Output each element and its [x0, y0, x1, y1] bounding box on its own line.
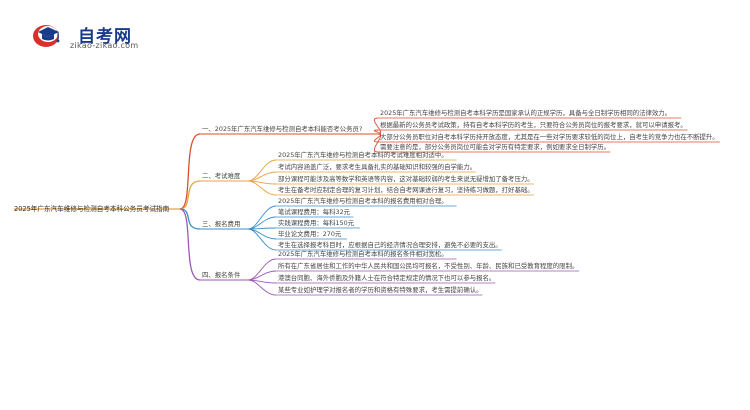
item-label: 考试内容涵盖广泛，要求考生具备扎实的基础知识和较强的自学能力。 [278, 163, 477, 171]
item-label: 需要注意的是，部分公务员岗位可能会对学历有特定要求，例如要求全日制学历。 [380, 143, 611, 151]
branch-title: 一、2025年广东汽车维修与检测自考本科能否考公务员? [202, 125, 363, 133]
logo-icon [33, 25, 60, 47]
item-connector [247, 228, 277, 251]
item-label: 毕业论文费用：270元 [278, 230, 342, 238]
mindmap-root: 2025年广东汽车维修与检测自考本科公务员考试指南 [14, 205, 170, 213]
brand-url: zikao-zikao.com [70, 41, 139, 50]
branch-title: 四、报名条件 [202, 271, 241, 279]
item-connector [247, 159, 277, 182]
item-label: 考生在选择报考科目时，应根据自己的经济情况合理安排，避免不必要的支出。 [278, 241, 502, 249]
item-label: 考生在备考时应制定合理的复习计划，结合自考网课进行复习，坚持练习做题，打好基础。 [278, 186, 534, 194]
item-label: 某些专业如护理学对报名者的学历和资格有特殊要求，考生需提前确认。 [278, 286, 483, 294]
item-label: 大部分公务员职位对自考本科学历持开放态度，尤其是在一些对学历要求较低的岗位上，自… [380, 133, 719, 141]
branch-connector [179, 180, 201, 210]
item-label: 所有在广东省居住和工作的中华人民共和国公民均可报名，不受性别、年龄、民族和已受教… [278, 262, 579, 270]
item-connector [247, 279, 277, 296]
item-label: 2025年广东汽车维修与检测自考本科的考试难度相对适中。 [278, 151, 448, 159]
branch-title: 三、报名费用 [202, 220, 241, 228]
item-label: 根据最新的公务员考试政策，持有自考本科学历的考生，只要符合公务员岗位的报考要求，… [380, 121, 687, 129]
item-label: 笔试课程费用：每科32元 [278, 208, 351, 216]
item-connector [247, 258, 277, 281]
branch-connector [179, 133, 201, 210]
item-label: 实践课程费用：每科150元 [278, 219, 355, 227]
branch-title: 二、考试难度 [202, 172, 241, 180]
branch-connector [179, 208, 201, 230]
item-connector [247, 180, 277, 196]
brand-name: 自考网 [78, 27, 132, 47]
item-label: 2025年广东汽车维修与检测自考本科学历是国家承认的正规学历，具备与全日制学历相… [380, 109, 672, 117]
item-label: 2025年广东汽车维修与检测自考本科的报名费用相对合理。 [278, 197, 448, 205]
item-label: 2025年广东汽车维修与检测自考本科的报名条件相对宽松。 [278, 250, 448, 258]
item-connector [373, 133, 381, 153]
branch-connector [179, 208, 201, 281]
item-label: 部分课程可能涉及高等数学和英语等内容，这对基础较弱的考生来说无疑增加了备考压力。 [278, 175, 534, 183]
item-connector [247, 180, 277, 185]
item-label: 港澳台同胞、海外侨胞及外籍人士在符合特定规定的情况下也可以参与报名。 [278, 274, 496, 282]
